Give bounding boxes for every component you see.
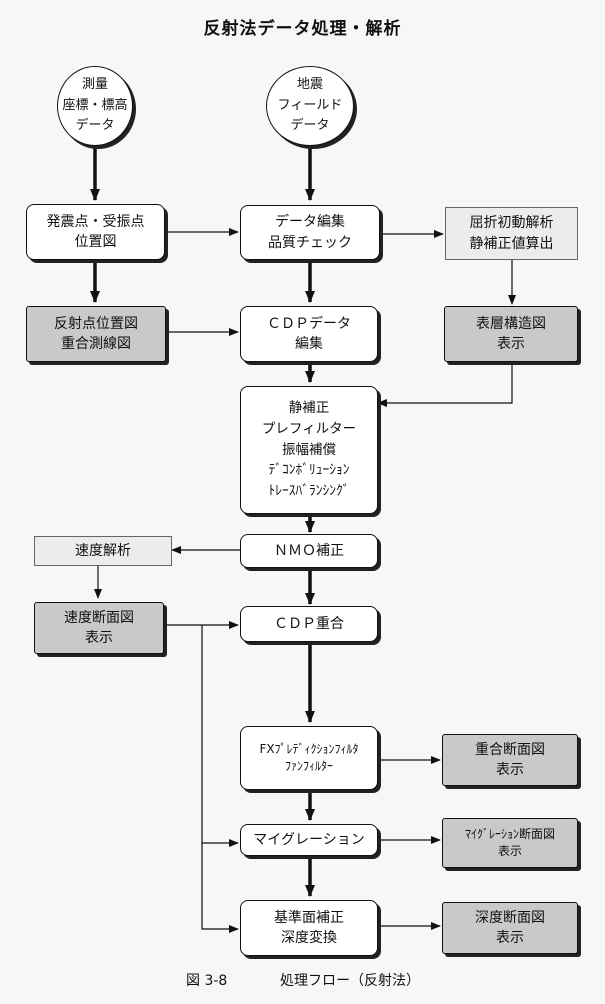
- surface-structure-display-node: 表層構造図表示: [444, 306, 578, 362]
- arrow-branch-to-migration: [201, 625, 239, 847]
- depth-section-display-node: 深度断面図表示: [442, 902, 578, 954]
- node-text-line: 編集: [295, 336, 323, 352]
- datum-depth-conversion-node: 基準面補正深度変換: [240, 900, 378, 956]
- node-text-line: ﾌｧﾝﾌｨﾙﾀｰ: [284, 759, 333, 773]
- refraction-analysis-node: 屈折初動解析静補正値算出: [445, 207, 578, 260]
- data-edit-node: データ編集品質チェック: [240, 205, 380, 260]
- node-text-line: 座標・標高: [62, 97, 128, 113]
- node-text-line: フィールド: [277, 97, 343, 113]
- node-text-line: 重合測線図: [61, 336, 131, 352]
- velocity-analysis-node: 速度解析: [34, 536, 172, 566]
- node-text-line: マイグレーション: [253, 831, 365, 848]
- node-text-line: FXﾌﾟﾚﾃﾞｨｸｼｮﾝﾌｨﾙﾀ: [259, 741, 359, 756]
- migration-node: マイグレーション: [240, 824, 378, 856]
- node-text-line: 品質チェック: [268, 234, 352, 251]
- position-map-node: 発震点・受振点位置図: [26, 204, 165, 260]
- node-text-line: プレフィルター: [261, 420, 357, 437]
- node-text-line: 位置図: [74, 234, 117, 250]
- node-text-line: ﾄﾚｰｽﾊﾞﾗﾝｼﾝｸﾞ: [268, 483, 350, 500]
- figure-caption: 処理フロー（反射法）: [280, 973, 420, 989]
- fx-prediction-filter-node: FXﾌﾟﾚﾃﾞｨｸｼｮﾝﾌｨﾙﾀ ﾌｧﾝﾌｨﾙﾀｰ: [240, 726, 378, 790]
- preprocessing-node: 静補正プレフィルター振幅補償 ﾃﾞｺﾝﾎﾞﾘｭｰｼｮﾝ ﾄﾚｰｽﾊﾞﾗﾝｼﾝｸﾞ: [240, 386, 378, 514]
- node-text-line: 表示: [497, 336, 525, 352]
- stack-section-display-node: 重合断面図表示: [442, 734, 578, 786]
- node-text-line: データ編集: [275, 214, 345, 231]
- node-text-line: 測量: [81, 76, 108, 92]
- node-text-line: 速度断面図: [64, 609, 134, 626]
- cdp-stack-node: ＣＤＰ重合: [240, 606, 378, 642]
- node-text-line: 表示: [496, 930, 524, 946]
- seismic-field-data-node: 地震フィールドデータ: [266, 66, 354, 146]
- nmo-correction-node: ＮＭＯ補正: [240, 534, 378, 568]
- node-text-line: 地震: [296, 76, 323, 92]
- node-text-line: ＣＤＰ重合: [274, 615, 344, 632]
- node-text-line: 表層構造図: [476, 315, 546, 332]
- cdp-data-edit-node: ＣＤＰデータ編集: [240, 306, 378, 362]
- node-text-line: 重合断面図: [475, 741, 545, 758]
- node-text-line: 静補正値算出: [469, 235, 554, 252]
- velocity-section-display-node: 速度断面図表示: [34, 602, 164, 654]
- survey-data-node: 測量座標・標高データ: [57, 66, 133, 146]
- reflection-point-map-node: 反射点位置図重合測線図: [26, 306, 166, 362]
- node-text-line: ＮＭＯ補正: [274, 542, 344, 559]
- node-text-line: 屈折初動解析: [469, 215, 554, 232]
- node-text-line: データ: [290, 118, 330, 134]
- node-text-line: 表示: [497, 844, 522, 858]
- node-text-line: ＣＤＰデータ: [267, 315, 351, 332]
- node-text-line: データ: [75, 118, 115, 134]
- arrow-surface-to-processing: [377, 362, 513, 407]
- node-text-line: 深度断面図: [475, 909, 545, 926]
- node-text-line: 反射点位置図: [54, 315, 138, 332]
- figure-number: 図 3-8: [186, 973, 228, 989]
- node-text-line: 発震点・受振点: [46, 213, 145, 230]
- migration-section-display-node: ﾏｲｸﾞﾚｰｼｮﾝ断面図表示: [442, 818, 578, 868]
- node-text-line: 基準面補正: [274, 909, 344, 926]
- node-text-line: 静補正: [288, 399, 330, 416]
- arrow-branch-to-datum: [201, 843, 239, 933]
- diagram-title: 反射法データ処理・解析: [203, 19, 402, 39]
- node-text-line: ﾃﾞｺﾝﾎﾞﾘｭｰｼｮﾝ: [268, 462, 350, 479]
- node-text-line: 深度変換: [281, 930, 337, 946]
- node-text-line: 速度解析: [75, 542, 131, 559]
- node-text-line: 表示: [85, 630, 113, 646]
- node-text-line: 振幅補償: [282, 441, 336, 458]
- node-text-line: ﾏｲｸﾞﾚｰｼｮﾝ断面図: [464, 826, 555, 841]
- node-text-line: 表示: [496, 762, 524, 778]
